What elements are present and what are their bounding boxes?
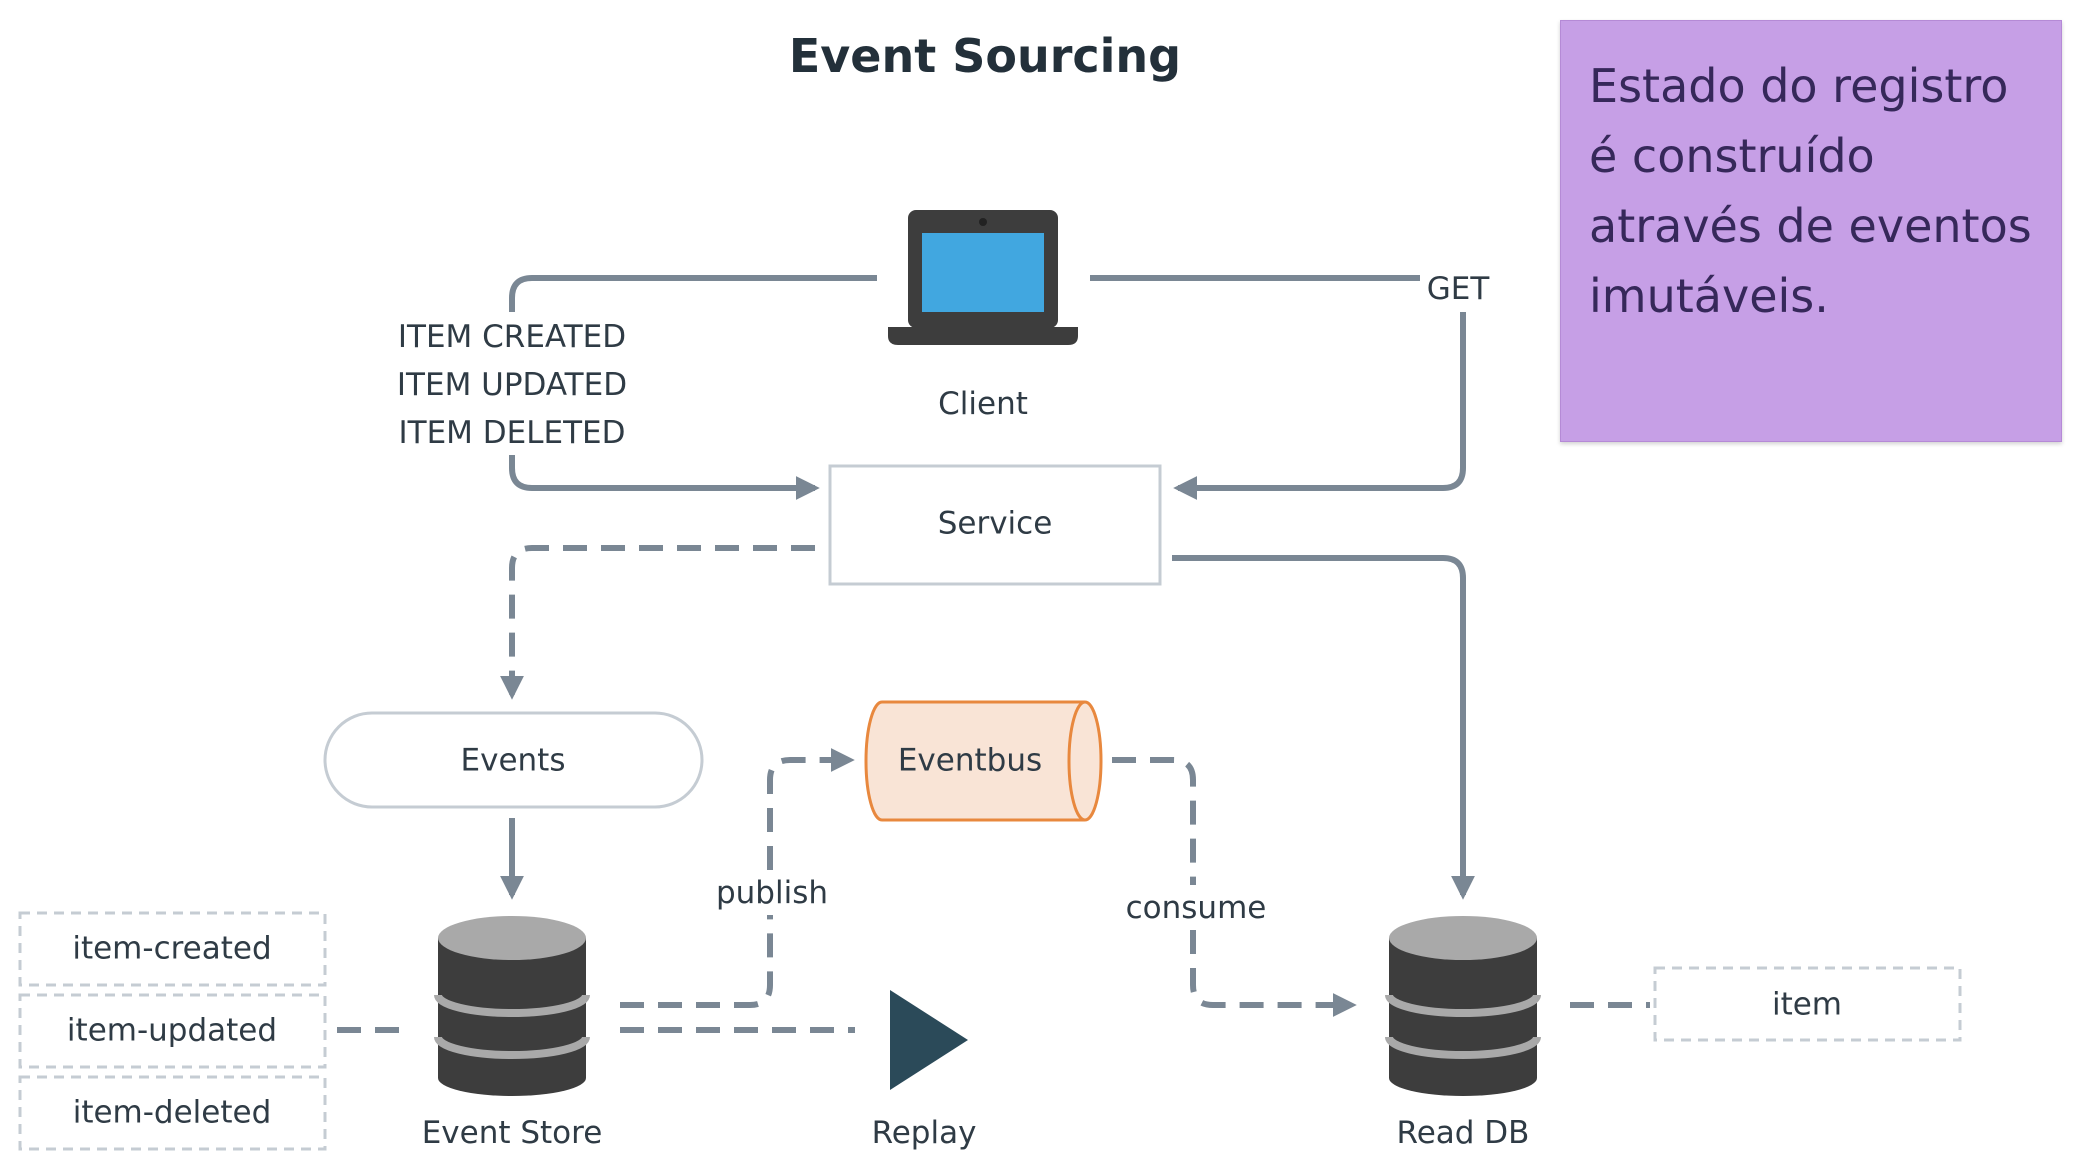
event-type-item-created: item-created (72, 931, 271, 967)
edge-publish-to-eventbus (767, 748, 855, 870)
edge-service-to-readdb (1172, 555, 1475, 900)
edge-store-publish (620, 915, 773, 1008)
read-model-item-label: item (1772, 987, 1842, 1023)
edge-label-publish: publish (716, 875, 828, 911)
events-label: Events (461, 743, 566, 779)
edge-commands-to-service (509, 455, 820, 500)
event-type-item-deleted: item-deleted (73, 1095, 272, 1131)
play-icon (890, 990, 968, 1090)
event-type-box (18, 993, 327, 1069)
edge-label-consume: consume (1126, 890, 1267, 926)
events-node (323, 711, 704, 809)
page-title: Event Sourcing (789, 29, 1181, 83)
laptop-icon (888, 210, 1078, 345)
eventbus-node (864, 700, 1103, 822)
client-label: Client (938, 386, 1028, 422)
read-db-database-icon (1385, 916, 1541, 1096)
event-type-box (18, 911, 327, 987)
edge-get-to-service (1173, 312, 1466, 500)
edge-client-to-commands (509, 275, 877, 312)
edge-label-item-deleted: ITEM DELETED (399, 415, 626, 451)
edge-label-item-created: ITEM CREATED (398, 319, 626, 355)
read-db-label: Read DB (1397, 1115, 1530, 1151)
edge-label-get: GET (1427, 271, 1491, 307)
edge-consume-to-readdb (1190, 930, 1357, 1017)
sticky-note: Estado do registro é construído através … (1560, 20, 2062, 442)
replay-label: Replay (872, 1115, 977, 1151)
event-store-label: Event Store (422, 1115, 603, 1151)
edge-label-item-updated: ITEM UPDATED (397, 367, 627, 403)
read-model-box (1653, 966, 1962, 1042)
service-label: Service (938, 506, 1053, 542)
event-store-database-icon (434, 916, 590, 1096)
sticky-note-text: Estado do registro é construído através … (1589, 59, 2032, 323)
edge-eventbus-consume (1112, 757, 1196, 885)
event-type-item-updated: item-updated (67, 1013, 277, 1049)
edge-service-to-events (500, 545, 815, 700)
service-box (828, 464, 1162, 586)
event-type-box (18, 1075, 327, 1151)
eventbus-label: Eventbus (898, 743, 1042, 779)
event-types-group: item-created item-updated item-deleted (18, 911, 327, 1151)
